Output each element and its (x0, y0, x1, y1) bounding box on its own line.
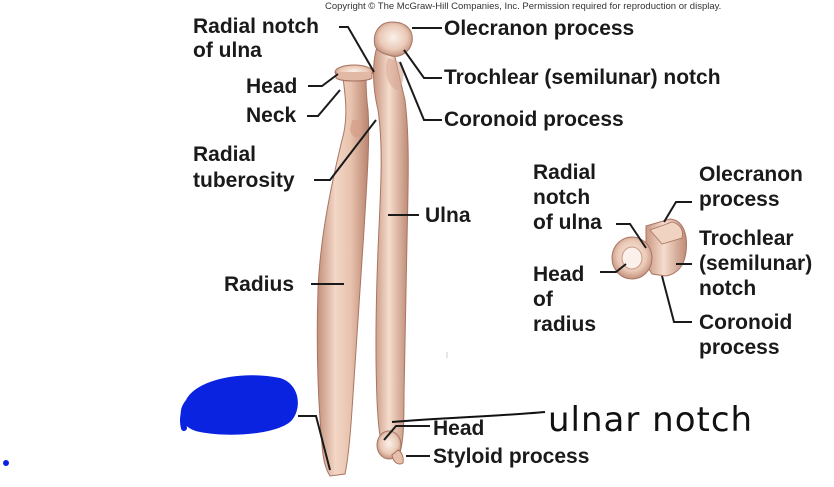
label-coronoid-process: Coronoid process (444, 108, 624, 131)
label-radial-notch-line1: Radial notch (193, 15, 320, 38)
leader-radial-notch (339, 26, 375, 73)
leader-radial-tuberosity (314, 119, 377, 181)
leader-trochlear (403, 49, 442, 79)
inset-label-head-radius-line3: radius (533, 313, 597, 336)
label-neck: Neck (246, 104, 297, 127)
label-radial-tuberosity-line2: tuberosity (193, 169, 295, 192)
inset-label-radial-notch-line3: of ulna (533, 211, 602, 234)
blue-scribble-mark (180, 375, 298, 435)
radius-bone (316, 64, 374, 477)
inset-label-coronoid-line1: Coronoid (699, 311, 793, 334)
handwritten-connector-line (391, 411, 546, 423)
inset-label-olecranon-line2: process (699, 188, 780, 211)
label-trochlear-notch: Trochlear (semilunar) notch (444, 66, 721, 89)
leader-inset-coronoid (661, 275, 692, 323)
label-distal-head: Head (433, 417, 485, 440)
label-head: Head (246, 75, 298, 98)
inset-label-olecranon-line1: Olecranon (699, 163, 803, 186)
inset-label-radial-notch-line2: notch (533, 186, 591, 209)
ulna-bone (373, 21, 413, 465)
label-olecranon-process: Olecranon process (444, 17, 635, 40)
leader-distal-head (383, 425, 430, 441)
blue-dot (3, 460, 9, 466)
leader-head (308, 73, 339, 87)
inset-label-head-radius-line2: of (533, 288, 553, 311)
leader-radius-styloid (298, 415, 331, 471)
label-radial-tuberosity-line1: Radial (193, 143, 257, 166)
label-styloid-process: Styloid process (433, 445, 590, 468)
blue-scribble-stroke (180, 389, 213, 431)
inset-label-trochlear-line3: notch (699, 277, 757, 300)
label-ulna: Ulna (425, 204, 471, 227)
inset-label-trochlear-line2: (semilunar) (699, 252, 813, 275)
leader-inset-radial-notch (616, 223, 647, 249)
label-radius: Radius (224, 273, 295, 296)
inset-proximal-view (611, 218, 687, 280)
handwritten-ulnar-notch-annotation: ulnar notch (548, 400, 754, 440)
label-radial-notch-line2: of ulna (193, 39, 262, 62)
inset-label-coronoid-line2: process (699, 336, 780, 359)
inset-label-head-radius-line1: Head (533, 263, 585, 286)
leader-lines (298, 26, 692, 471)
inset-label-radial-notch-line1: Radial (533, 161, 597, 184)
leader-coronoid (399, 61, 442, 121)
leader-neck (307, 89, 341, 117)
leader-inset-head-radius (600, 263, 627, 273)
copyright-notice: Copyright © The McGraw-Hill Companies, I… (325, 1, 722, 12)
inset-label-trochlear-line1: Trochlear (699, 227, 794, 250)
leader-inset-olecranon (663, 201, 692, 223)
